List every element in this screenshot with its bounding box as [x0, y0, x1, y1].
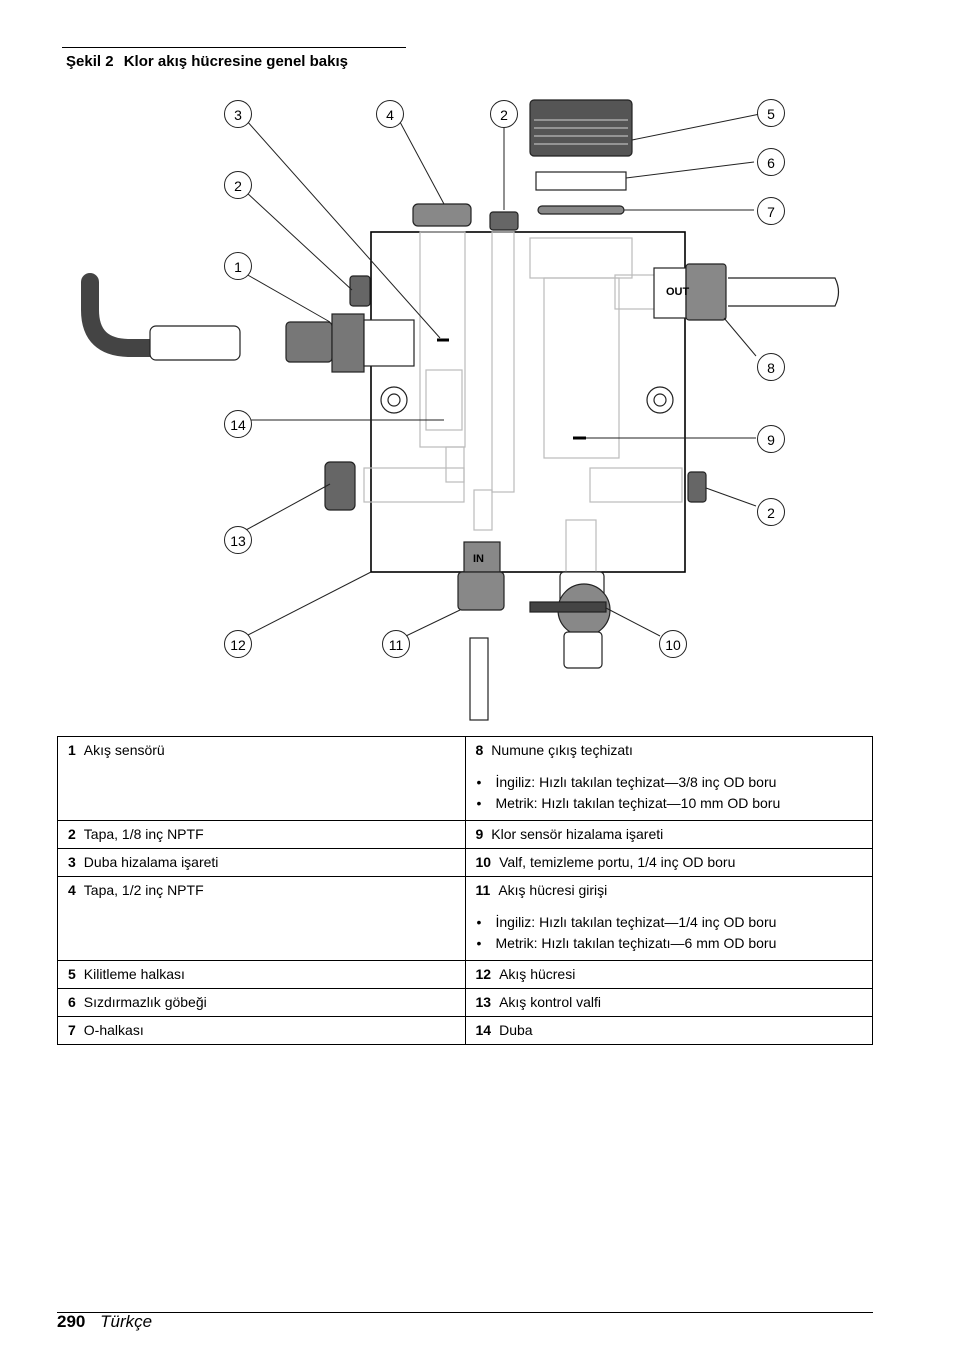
figure-title: Şekil 2 Klor akış hücresine genel bakış [66, 53, 348, 70]
callout-4: 4 [376, 100, 404, 128]
flow-cell-illustration: OUT IN [81, 99, 840, 721]
callout-9: 9 [757, 425, 785, 453]
flow-cell-body [370, 231, 686, 573]
legend-item-text: Tapa, 1/2 inç NPTF [83, 882, 204, 898]
legend-cell-right: 10 Valf, temizleme portu, 1/4 inç OD boru [464, 848, 873, 877]
out-label: OUT [666, 286, 690, 298]
callout-8: 8 [757, 353, 785, 381]
legend-cell-left: 7 O-halkası [57, 1016, 466, 1045]
legend-row: 5 Kilitleme halkası 12 Akış hücresi [57, 960, 873, 989]
legend-row: 6 Sızdırmazlık göbeği 13 Akış kontrol valfi [57, 988, 873, 1017]
legend-item-number: 6 [68, 994, 76, 1010]
callout-2-right: 2 [757, 498, 785, 526]
legend-table: 1 Akış sensörü 8 Numune çıkış teçhizatıİngi… [57, 736, 873, 1045]
legend-item-text: Duba [499, 1022, 533, 1038]
callout-1: 1 [224, 252, 252, 280]
legend-cell-right: 14 Duba [464, 1016, 873, 1045]
legend-cell-right: 12 Akış hücresi [464, 960, 873, 989]
legend-sub-list: İngiliz: Hızlı takılan teçhizat—1/4 inç … [476, 912, 863, 954]
legend-cell-left: 3 Duba hizalama işareti [57, 848, 466, 877]
legend-item-number: 9 [475, 826, 484, 842]
legend-item-number: 11 [475, 882, 491, 898]
legend-row: 1 Akış sensörü 8 Numune çıkış teçhizatıİngi… [57, 736, 873, 821]
callout-5: 5 [757, 99, 785, 127]
callout-7: 7 [757, 197, 785, 225]
legend-sub-item: İngiliz: Hızlı takılan teçhizat—3/8 inç … [477, 772, 863, 793]
legend-item-text: Akış kontrol valfi [499, 994, 602, 1010]
legend-item-text: Akış sensörü [83, 742, 165, 758]
legend-item-text: Akış hücresi girişi [498, 882, 608, 898]
legend-cell-left: 5 Kilitleme halkası [57, 960, 466, 989]
seal-hub [535, 171, 627, 191]
legend-item-number: 13 [475, 994, 492, 1010]
callout-11: 11 [382, 630, 410, 658]
legend-sub-item: Metrik: Hızlı takılan teçhizat—10 mm OD … [477, 793, 863, 814]
page-footer: 290 Türkçe [57, 1312, 152, 1332]
legend-row: 7 O-halkası 14 Duba [57, 1016, 873, 1045]
legend-item-number: 12 [475, 966, 492, 982]
legend-item-text: Akış hücresi [499, 966, 576, 982]
figure-title-rule [62, 47, 406, 48]
legend-item-number: 14 [475, 1022, 492, 1038]
callout-6: 6 [757, 148, 785, 176]
legend-cell-left: 1 Akış sensörü [57, 736, 466, 821]
legend-sub-list: İngiliz: Hızlı takılan teçhizat—3/8 inç … [476, 772, 863, 814]
o-ring [537, 205, 625, 215]
legend-item-text: O-halkası [83, 1022, 144, 1038]
footer-language: Türkçe [100, 1312, 153, 1331]
figure-number: Şekil 2 [66, 53, 114, 70]
legend-item-text: Klor sensör hizalama işareti [491, 826, 664, 842]
legend-sub-item: Metrik: Hızlı takılan teçhizatı—6 mm OD … [477, 933, 863, 954]
legend-item-number: 5 [68, 966, 76, 982]
legend-cell-left: 2 Tapa, 1/8 inç NPTF [57, 820, 466, 849]
legend-item-text: Tapa, 1/8 inç NPTF [83, 826, 204, 842]
legend-item-number: 10 [475, 854, 492, 870]
callout-3: 3 [224, 100, 252, 128]
legend-item-text: Duba hizalama işareti [83, 854, 219, 870]
callout-10: 10 [659, 630, 687, 658]
callout-12: 12 [224, 630, 252, 658]
legend-item-text: Kilitleme halkası [83, 966, 185, 982]
legend-row: 3 Duba hizalama işareti 10 Valf, temizleme … [57, 848, 873, 877]
page-number: 290 [57, 1312, 86, 1331]
callout-13: 13 [224, 526, 252, 554]
legend-item-text: Numune çıkış teçhizatı [491, 742, 633, 758]
legend-cell-left: 6 Sızdırmazlık göbeği [57, 988, 466, 1017]
in-label: IN [473, 553, 484, 565]
legend-item-number: 2 [68, 826, 76, 842]
flow-cell-diagram: OUT IN 3 4 2 5 6 7 2 1 8 14 9 2 13 12 11… [60, 90, 880, 730]
legend-row: 2 Tapa, 1/8 inç NPTF 9 Klor sensör hizalama… [57, 820, 873, 849]
plug-half-inch [412, 203, 472, 227]
legend-cell-right: 8 Numune çıkış teçhizatıİngiliz: Hızlı ta… [464, 736, 873, 821]
legend-sub-item: İngiliz: Hızlı takılan teçhizat—1/4 inç … [477, 912, 863, 933]
legend-item-number: 8 [475, 742, 484, 758]
callout-2-top: 2 [490, 100, 518, 128]
legend-cell-right: 13 Akış kontrol valfi [464, 988, 873, 1017]
legend-item-number: 7 [68, 1022, 76, 1038]
figure-title-text: Klor akış hücresine genel bakış [123, 53, 348, 70]
legend-cell-left: 4 Tapa, 1/2 inç NPTF [57, 876, 466, 961]
legend-cell-right: 11 Akış hücresi girişiİngiliz: Hızlı takı… [464, 876, 873, 961]
callout-2-left: 2 [224, 171, 252, 199]
plug-top [489, 211, 519, 231]
legend-item-number: 3 [68, 854, 76, 870]
callout-14: 14 [224, 410, 252, 438]
legend-item-number: 1 [68, 742, 76, 758]
legend-item-text: Sızdırmazlık göbeği [83, 994, 207, 1010]
footer-rule [57, 1312, 873, 1313]
legend-cell-right: 9 Klor sensör hizalama işareti [464, 820, 873, 849]
legend-item-text: Valf, temizleme portu, 1/4 inç OD boru [499, 854, 736, 870]
legend-item-number: 4 [68, 882, 76, 898]
legend-row: 4 Tapa, 1/2 inç NPTF 11 Akış hücresi girişi… [57, 876, 873, 961]
